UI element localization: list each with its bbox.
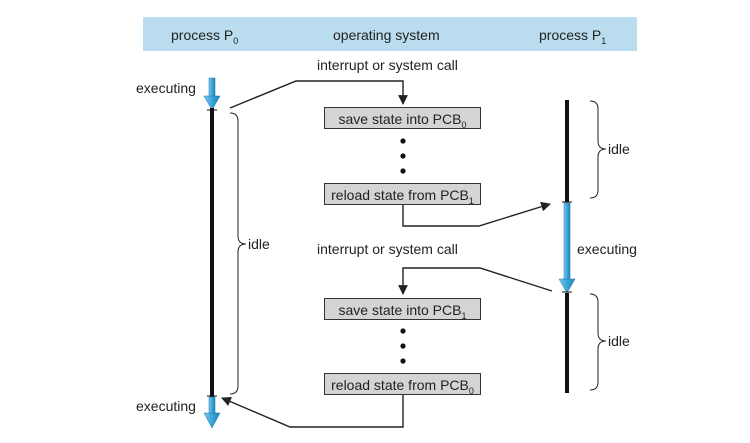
label-interrupt-top: interrupt or system call — [317, 57, 458, 73]
ellipsis-dots-top — [400, 138, 406, 174]
header-operating-system: operating system — [333, 27, 440, 43]
label-executing-p0-top: executing — [136, 80, 196, 96]
p0-executing-arrow-top — [203, 77, 221, 111]
label-idle-p1-top: idle — [608, 141, 630, 157]
box-reload-state-pcb0: reload state from PCB0 — [324, 373, 481, 396]
arrow-p1-to-os — [398, 267, 553, 295]
label-executing-p0-bottom: executing — [136, 398, 196, 414]
box-save-state-pcb1: save state into PCB1 — [324, 298, 481, 321]
header-process-p0: process P0 — [171, 27, 239, 46]
arrow-p0-to-os — [229, 80, 408, 109]
label-executing-p1: executing — [577, 241, 637, 257]
p1-executing-arrow — [558, 202, 576, 294]
header-process-p1: process P1 — [539, 27, 607, 46]
ellipsis-dots-bottom — [400, 328, 406, 364]
arrow-os-to-p0 — [221, 395, 404, 428]
box-save-state-pcb0: save state into PCB0 — [324, 107, 481, 130]
label-idle-p1-bottom: idle — [608, 333, 630, 349]
p1-idle-brace-bottom — [589, 293, 607, 391]
header-bar — [143, 17, 637, 51]
p0-idle-brace — [229, 112, 247, 395]
label-idle-p0: idle — [248, 236, 270, 252]
box-reload-state-pcb1: reload state from PCB1 — [324, 183, 481, 206]
arrow-os-to-p1 — [402, 201, 551, 227]
p0-executing-arrow-bottom — [203, 396, 221, 429]
p1-idle-brace-top — [589, 100, 607, 199]
label-interrupt-mid: interrupt or system call — [317, 241, 458, 257]
